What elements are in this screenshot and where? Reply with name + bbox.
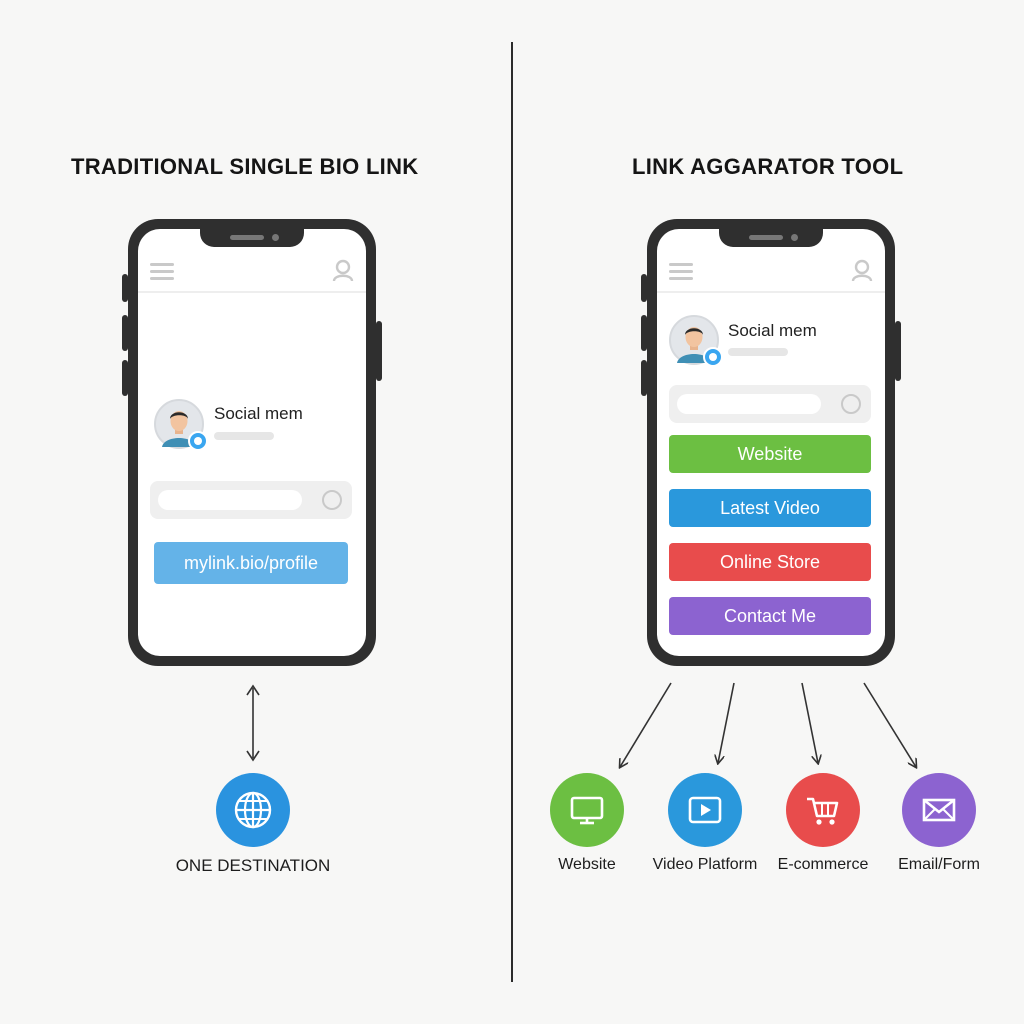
cart-destination-circle: [786, 773, 860, 847]
one-destination-circle: [216, 773, 290, 847]
destination-label: Email/Form: [898, 856, 980, 873]
phone-notch: [719, 229, 823, 247]
verified-badge-icon: [188, 431, 208, 451]
app-topbar: [657, 251, 885, 293]
contact-me-link-button[interactable]: Contact Me: [669, 597, 871, 635]
profile-avatar: [154, 399, 208, 451]
website-link-button[interactable]: Website: [669, 435, 871, 473]
profile-name: Social mem: [214, 404, 303, 423]
profile-subline: [728, 348, 788, 356]
monitor-icon: [570, 796, 604, 825]
user-icon[interactable]: [332, 259, 354, 283]
app-topbar: [138, 251, 366, 293]
cart-icon: [807, 797, 839, 825]
one-destination-label: ONE DESTINATION: [175, 856, 331, 875]
search-bar[interactable]: [669, 385, 871, 423]
phone-notch: [200, 229, 304, 247]
verified-badge-icon: [703, 347, 723, 367]
profile-subline: [214, 432, 274, 440]
profile-name: Social mem: [728, 321, 817, 340]
envelope-destination-circle: [902, 773, 976, 847]
destination-label: Video Platform: [652, 856, 758, 873]
destination-label: Website: [558, 856, 616, 873]
menu-icon[interactable]: [669, 263, 693, 280]
latest-video-link-button[interactable]: Latest Video: [669, 489, 871, 527]
center-divider: [511, 42, 513, 982]
monitor-destination-circle: [550, 773, 624, 847]
left-phone-screen: Social mem mylink.bio/profile: [138, 229, 366, 656]
envelope-icon: [922, 798, 956, 822]
menu-icon[interactable]: [150, 263, 174, 280]
destination-label: E-commerce: [777, 856, 869, 873]
right-heading: LINK AGGARATOR TOOL: [632, 154, 904, 179]
search-icon: [322, 490, 342, 510]
left-phone: Social mem mylink.bio/profile: [122, 219, 382, 666]
globe-icon: [234, 791, 272, 829]
search-bar[interactable]: [150, 481, 352, 519]
left-heading: TRADITIONAL SINGLE BIO LINK: [71, 154, 419, 179]
profile-avatar: [669, 315, 723, 367]
single-link-button[interactable]: mylink.bio/profile: [154, 542, 348, 584]
play-icon: [688, 796, 722, 824]
search-icon: [841, 394, 861, 414]
play-destination-circle: [668, 773, 742, 847]
online-store-link-button[interactable]: Online Store: [669, 543, 871, 581]
user-icon[interactable]: [851, 259, 873, 283]
